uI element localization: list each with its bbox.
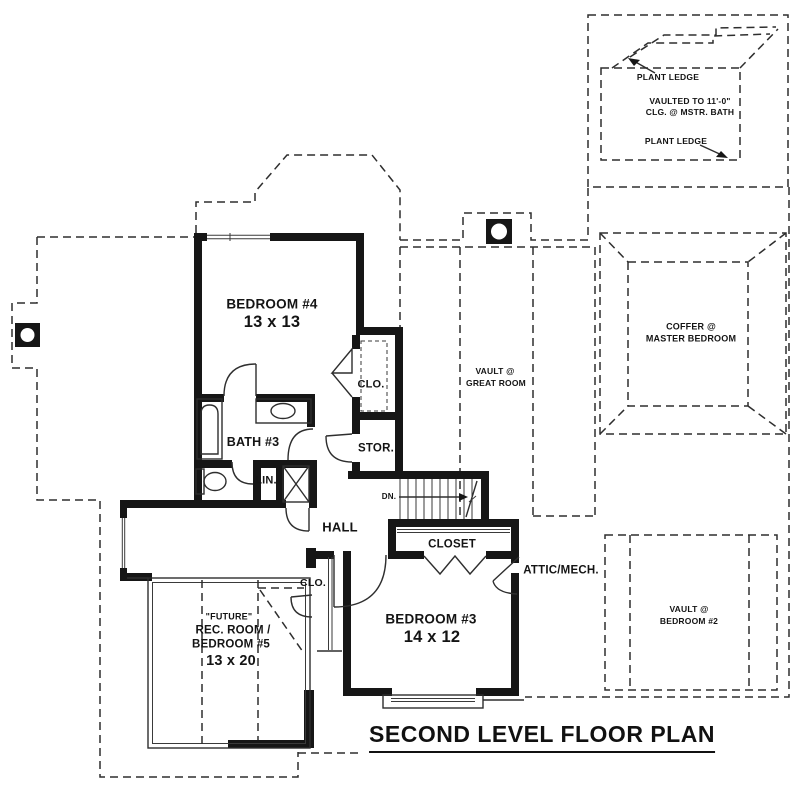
closet-label: CLOSET: [428, 538, 476, 551]
chimney-top: [486, 219, 512, 244]
toilet: [195, 468, 227, 495]
rec-room-outline: [127, 577, 311, 749]
vaulted-ceiling-line1: VAULTED TO 11'-0": [649, 95, 731, 106]
attic-chase-box: [282, 465, 310, 503]
master-coffer-outline: [599, 232, 787, 435]
clo-upper-shelving: [360, 340, 388, 412]
vault-bedroom2-line1: VAULT @: [669, 603, 709, 614]
vaulted-ceiling-line2: CLG. @ MSTR. BATH: [645, 106, 735, 117]
doors: [223, 347, 520, 618]
hall-label: HALL: [322, 519, 358, 535]
vault-great-room-line1: VAULT @: [475, 365, 515, 376]
roof-outline: [11, 154, 790, 778]
attic-mech-label: ATTIC/MECH.: [523, 564, 599, 577]
bath3-label: BATH #3: [226, 434, 280, 449]
rec-room-dim-label: 13 x 20: [206, 652, 256, 669]
bedroom4-name-label: BEDROOM #4: [226, 296, 318, 312]
rec-room-name-line1: REC. ROOM /: [195, 624, 271, 637]
vault-bedroom2-line2: BEDROOM #2: [659, 615, 719, 626]
plant-ledge-bottom-label: PLANT LEDGE: [644, 135, 708, 146]
plan-title: SECOND LEVEL FLOOR PLAN: [369, 721, 715, 753]
rec-room-name-line2: BEDROOM #5: [191, 638, 271, 651]
chimney-left: [15, 323, 40, 347]
bedroom4-window: [207, 233, 270, 241]
lin-label: LIN.: [255, 474, 277, 487]
bedroom3-name-label: BEDROOM #3: [385, 611, 477, 627]
landing-window: [121, 518, 126, 568]
walls: [120, 233, 519, 748]
closet-shelf: [397, 529, 510, 533]
stairs-down-label: DN.: [381, 492, 397, 501]
clo-upper-label: CLO.: [357, 378, 385, 391]
bedroom3-dim-label: 14 x 12: [403, 627, 461, 646]
bedroom3-bay-window: [382, 694, 484, 709]
stairs: [399, 479, 478, 519]
bedroom2-vault-outline: [604, 534, 778, 691]
plant-ledge-top-label: PLANT LEDGE: [636, 71, 700, 82]
vault-great-room-line2: GREAT ROOM: [466, 377, 526, 388]
vanity-sink: [255, 398, 312, 424]
coffer-label-line1: COFFER @: [666, 321, 716, 332]
clo-lower-label: CLO.: [300, 576, 326, 589]
bathtub: [196, 398, 223, 460]
bedroom4-dim-label: 13 x 13: [243, 312, 301, 331]
rec-room-prefix-label: "FUTURE": [205, 611, 253, 622]
stor-label: STOR.: [358, 442, 394, 455]
plant-ledge-outline: [587, 14, 789, 188]
coffer-label-line2: MASTER BEDROOM: [645, 333, 737, 344]
clo-lower-rod: [317, 557, 342, 652]
